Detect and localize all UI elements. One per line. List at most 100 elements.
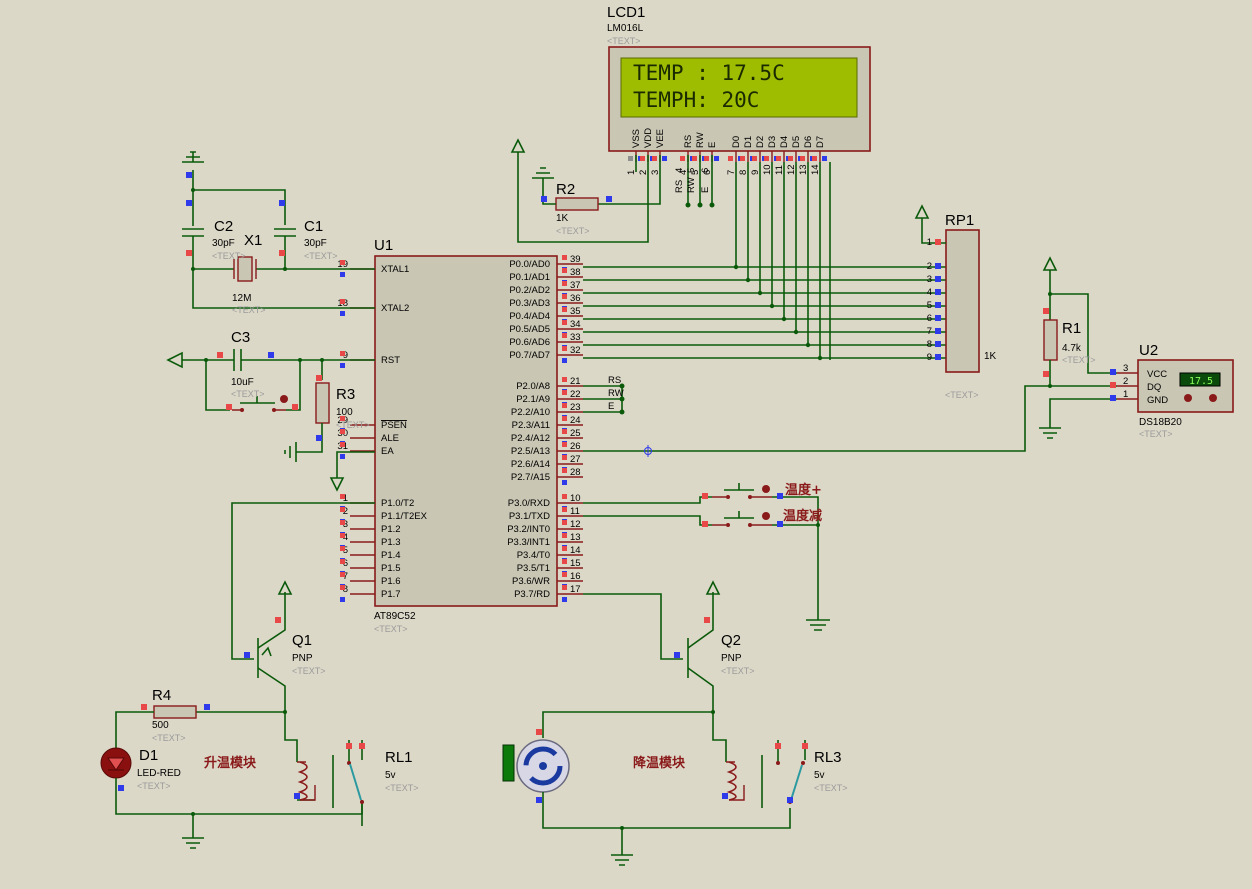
lcd1-line2: TEMPH: 20C — [633, 88, 759, 112]
lcd1-pin-d6: D6 — [803, 136, 814, 148]
lcd1-pin-num: 10 — [762, 164, 773, 175]
u1-pin-rst: RST — [381, 355, 400, 366]
u2-button-down[interactable] — [1184, 394, 1192, 402]
q1-ref: Q1 — [292, 632, 312, 649]
lcd-stub-num-4: 4 — [674, 168, 685, 173]
rl1-tag: <TEXT> — [385, 783, 419, 793]
u2-pin-num-3: 3 — [1123, 363, 1128, 374]
d1-ref: D1 — [139, 747, 158, 764]
u1-pin-num: 37 — [570, 280, 581, 291]
u1-text-tag: <TEXT> — [374, 624, 408, 634]
d1-tag: <TEXT> — [137, 781, 171, 791]
lcd1-pin-num: 9 — [750, 170, 761, 175]
rp1-pin-num: 5 — [927, 300, 932, 311]
lcd-stub-rw: RW — [686, 177, 697, 193]
lcd1-pin-num: 1 — [626, 170, 637, 175]
u1-pin-num: 36 — [570, 293, 581, 304]
temp-buttons[interactable]: 温度+ 温度减 — [583, 482, 830, 631]
u1-pin-num: 5 — [343, 545, 348, 556]
u1-pin-num: 24 — [570, 415, 581, 426]
rp1-pin-num: 6 — [927, 313, 932, 324]
u1-pin-num: 16 — [570, 571, 581, 582]
rp1-pin-num: 7 — [927, 326, 932, 337]
c1-ref: C1 — [304, 218, 323, 235]
lcd1-pin-d1: D1 — [743, 136, 754, 148]
r2-ref: R2 — [556, 181, 575, 198]
u1-pin-p3-1-txd: P3.1/TXD — [509, 511, 550, 522]
u1-pin-xtal2: XTAL2 — [381, 303, 409, 314]
u1-pin-num: 22 — [570, 389, 581, 400]
u1-pin-num: 23 — [570, 402, 581, 413]
lcd1-pin-num: 13 — [798, 164, 809, 175]
u2-button-up[interactable] — [1209, 394, 1217, 402]
crystal-circuit: C2 30pF <TEXT> C1 30pF <TEXT> X1 12M <TE… — [182, 151, 375, 315]
u1-pin-num: 28 — [570, 467, 581, 478]
lcd1-pin-num: 14 — [810, 164, 821, 175]
lcd1-pin-num: 2 — [638, 170, 649, 175]
lcd1-pin-num: 4 — [678, 170, 689, 175]
c1-tag: <TEXT> — [304, 251, 338, 261]
u1-pin-num: 8 — [343, 584, 348, 595]
u1-pin-p2-7-a15: P2.7/A15 — [511, 472, 550, 483]
lcd1-pin-vdd: VDD — [643, 128, 654, 148]
u1-pin-p0-6-ad6: P0.6/AD6 — [509, 337, 550, 348]
c1-val: 30pF — [304, 238, 327, 249]
u1-pin-num: 26 — [570, 441, 581, 452]
u1-mcu[interactable]: U1 AT89C52 <TEXT> 19XTAL118XTAL29RST29PS… — [337, 237, 583, 634]
lcd1[interactable]: LCD1 LM016L <TEXT> TEMP : 17.5C TEMPH: 2… — [607, 4, 871, 175]
u1-pin-p2-0-a8: P2.0/A8 — [516, 381, 550, 392]
r1-tag: <TEXT> — [1062, 355, 1096, 365]
r3-ref: R3 — [336, 386, 355, 403]
u1-pin-num: 1 — [343, 493, 348, 504]
q1-val: PNP — [292, 653, 313, 664]
r4-val: 500 — [152, 720, 169, 731]
lcd1-screen — [620, 57, 858, 118]
u1-pin-p2-2-a10: P2.2/A10 — [511, 407, 550, 418]
u1-pin-p1-0-t2: P1.0/T2 — [381, 498, 414, 509]
u2-pin-num-1: 1 — [1123, 389, 1128, 400]
u1-pin-num: 25 — [570, 428, 581, 439]
r1-val: 4.7k — [1062, 343, 1082, 354]
lcd-stub-num-6: 6 — [700, 168, 711, 173]
u1-pin-p1-4: P1.4 — [381, 550, 401, 561]
u1-pin-num: 14 — [570, 545, 581, 556]
lcd-stub-num-5: 5 — [686, 168, 697, 173]
label-temp-down: 温度减 — [783, 508, 822, 524]
rp1-pin-num: 1 — [927, 237, 932, 248]
lcd1-pin-vee: VEE — [655, 129, 666, 148]
u1-pin-p2-5-a13: P2.5/A13 — [511, 446, 550, 457]
lcd1-pin-d3: D3 — [767, 136, 778, 148]
lcd1-pin-num: 3 — [650, 170, 661, 175]
btn-temp-up[interactable] — [762, 485, 770, 493]
lcd1-pin-d7: D7 — [815, 136, 826, 148]
u1-pin-num: 33 — [570, 332, 581, 343]
lcd-contrast-circuit: R2 1K <TEXT> RS RW E 4 5 6 — [510, 138, 715, 243]
lcd1-pin-num: 5 — [690, 170, 701, 175]
rl3-val: 5v — [814, 770, 825, 781]
lcd1-pin-d0: D0 — [731, 136, 742, 148]
rl3-tag: <TEXT> — [814, 783, 848, 793]
q1-tag: <TEXT> — [292, 666, 326, 676]
c3-tag: <TEXT> — [231, 389, 265, 399]
btn-temp-down[interactable] — [762, 512, 770, 520]
r2-tag: <TEXT> — [556, 226, 590, 236]
u1-pin-num: 34 — [570, 319, 581, 330]
cooling-module: Q2 PNP <TEXT> RL3 5v <TEXT> 降温模块 — [502, 580, 848, 866]
ds18b20-circuit[interactable]: R1 4.7k <TEXT> U2 DS18B20 <TEXT> 17.5 VC… — [1039, 256, 1234, 439]
rp1-pin-num: 9 — [927, 352, 932, 363]
u1-pin-p0-0-ad0: P0.0/AD0 — [509, 259, 550, 270]
u1-pin-num: 7 — [343, 571, 348, 582]
u1-pin-num: 6 — [343, 558, 348, 569]
u1-pin-p0-1-ad1: P0.1/AD1 — [509, 272, 550, 283]
u1-model: AT89C52 — [374, 611, 416, 622]
u1-pin-p2-1-a9: P2.1/A9 — [516, 394, 550, 405]
q2-tag: <TEXT> — [721, 666, 755, 676]
u1-pin-p0-3-ad3: P0.3/AD3 — [509, 298, 550, 309]
r3-tag: <TEXT> — [336, 420, 370, 430]
u1-pin-ea: EA — [381, 446, 394, 457]
r4-tag: <TEXT> — [152, 733, 186, 743]
u1-pin-p2-3-a11: P2.3/A11 — [512, 420, 550, 431]
u1-pin-p0-5-ad5: P0.5/AD5 — [509, 324, 550, 335]
p0-data-bus — [583, 162, 946, 361]
